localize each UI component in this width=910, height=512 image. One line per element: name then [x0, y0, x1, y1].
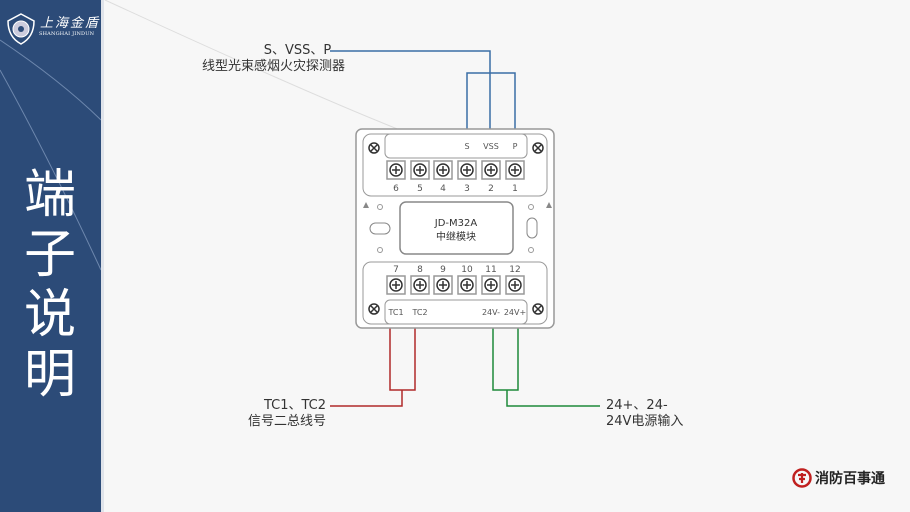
corner-screw-icon — [532, 303, 544, 315]
label-vss: VSS — [483, 142, 499, 151]
terminal-number: 4 — [440, 184, 446, 194]
module-label-panel — [399, 201, 514, 255]
corner-screw-icon — [368, 142, 380, 154]
detector-terminals: S、VSS、P — [263, 43, 332, 58]
mount-slot — [526, 217, 538, 239]
sidebar: 上海金盾 SHANGHAI JINDUN 端 子 说 明 — [0, 0, 101, 512]
label-tc1: TC1 — [387, 308, 403, 317]
terminal-number: 12 — [509, 265, 520, 275]
label-tc2: TC2 — [411, 308, 427, 317]
red-wires — [330, 328, 416, 407]
module-model: JD-M32A — [434, 218, 478, 229]
terminal-screw-icon — [505, 275, 525, 295]
corner-screw-icon — [532, 142, 544, 154]
decorative-arc — [104, 0, 401, 131]
bottom-label-strip — [384, 299, 528, 325]
brand-name-en: SHANGHAI JINDUN — [39, 31, 95, 37]
terminal-screw-icon — [505, 160, 525, 180]
top-label-strip — [384, 133, 528, 159]
sidebar-divider — [101, 0, 104, 512]
terminal-screw-icon — [386, 160, 406, 180]
mount-holes — [377, 204, 534, 253]
label-p: P — [513, 142, 518, 151]
terminal-screw-icon — [386, 275, 406, 295]
terminal-screw-icon — [481, 160, 501, 180]
page-title: 端 子 说 明 — [18, 165, 82, 405]
label-24v-minus: 24V- — [482, 308, 500, 317]
terminal-number: 5 — [417, 184, 423, 194]
title-char: 说 — [23, 285, 76, 345]
module-name: 中继模块 — [436, 230, 476, 243]
terminal-number: 3 — [464, 184, 470, 194]
footer-logo-text: 消防百事通 — [815, 471, 885, 487]
brand-name-cn: 上海金盾 — [40, 16, 101, 31]
shield-logo-icon — [7, 13, 35, 45]
terminal-number: 8 — [417, 265, 423, 275]
footer-logo: 消防百事通 — [792, 468, 885, 488]
terminal-number: 10 — [461, 265, 473, 275]
decorative-arcs — [0, 39, 101, 271]
terminal-number: 9 — [440, 265, 446, 275]
terminal-screws — [386, 160, 525, 295]
signal-annotation: TC1、TC2 信号二总线号 — [242, 398, 326, 430]
signal-terminals: TC1、TC2 — [263, 398, 326, 413]
terminal-screw-icon — [457, 275, 477, 295]
terminal-screw-icon — [410, 275, 430, 295]
detector-description: 线型光束感烟火灾探测器 — [202, 59, 346, 74]
title-char: 端 — [23, 165, 76, 225]
label-24v-plus: 24V+ — [504, 308, 526, 317]
title-char: 子 — [23, 225, 76, 285]
power-terminals: 24+、24- — [606, 398, 668, 413]
title-char: 明 — [23, 345, 76, 405]
terminal-number: 7 — [393, 265, 399, 275]
terminal-number: 2 — [488, 184, 494, 194]
mount-slot — [369, 222, 391, 235]
terminal-number: 1 — [512, 184, 518, 194]
fire-logo-icon — [792, 468, 812, 488]
terminal-screw-icon — [433, 275, 453, 295]
power-annotation: 24+、24- 24V电源输入 — [606, 398, 683, 430]
terminal-screw-icon — [481, 275, 501, 295]
terminal-screw-icon — [410, 160, 430, 180]
green-wires — [492, 328, 600, 407]
terminal-number: 6 — [393, 184, 399, 194]
signal-description: 信号二总线号 — [247, 414, 326, 429]
power-description: 24V电源输入 — [606, 414, 684, 429]
blue-wires — [330, 50, 516, 130]
corner-screw-icon — [368, 303, 380, 315]
detector-annotation: S、VSS、P 线型光束感烟火灾探测器 — [202, 43, 345, 75]
terminal-number: 11 — [485, 265, 496, 275]
label-s: S — [464, 142, 469, 151]
terminal-screw-icon — [457, 160, 477, 180]
corner-screws — [368, 142, 544, 315]
terminal-screw-icon — [433, 160, 453, 180]
